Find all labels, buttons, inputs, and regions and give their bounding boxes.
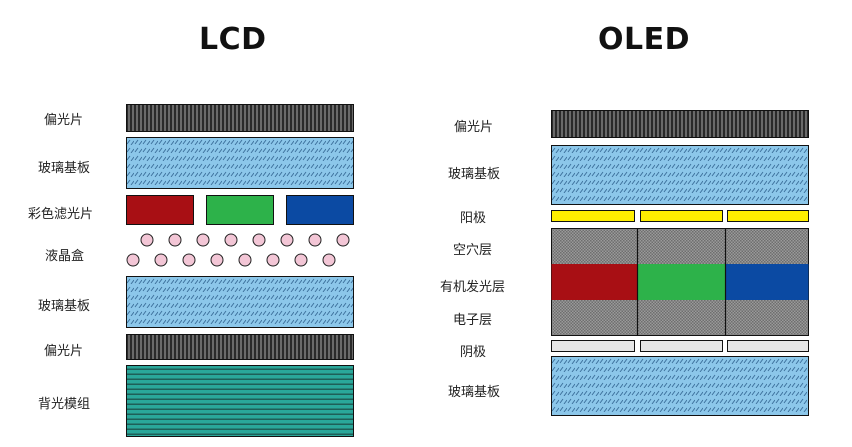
oled-title: OLED <box>598 22 691 57</box>
oled-label-organic-layer: 有机发光层 <box>440 280 506 295</box>
liquid-crystal-molecule <box>238 253 252 267</box>
oled-glass-bottom-layer <box>551 356 809 416</box>
lcd-label-glass-top: 玻璃基板 <box>38 161 91 176</box>
liquid-crystal-molecule <box>210 253 224 267</box>
oled-label-glass-bottom: 玻璃基板 <box>448 385 501 400</box>
oled-green-emitter <box>637 264 726 300</box>
oled-label-electron-layer: 电子层 <box>453 313 493 328</box>
oled-blue-emitter <box>725 264 809 300</box>
lcd-label-color-filter: 彩色滤光片 <box>28 207 94 222</box>
lcd-title: LCD <box>199 22 267 57</box>
liquid-crystal-molecule <box>336 233 350 247</box>
oled-label-hole-layer: 空穴层 <box>453 243 493 258</box>
oled-label-polarizer: 偏光片 <box>454 120 494 135</box>
liquid-crystal-molecule <box>168 233 182 247</box>
liquid-crystal-molecule <box>196 233 210 247</box>
lcd-polarizer-top-layer <box>126 104 354 132</box>
liquid-crystal-molecule <box>322 253 336 267</box>
oled-anode-layer <box>551 210 809 222</box>
lcd-glass-top-layer <box>126 137 354 189</box>
oled-polarizer-layer <box>551 110 809 138</box>
liquid-crystal-molecule <box>252 233 266 247</box>
liquid-crystal-molecule <box>224 233 238 247</box>
lcd-label-lc-cell: 液晶盒 <box>45 249 85 264</box>
lcd-lc-cell-layer <box>126 233 350 267</box>
lcd-blue-filter <box>286 195 354 225</box>
oled-glass-top-layer <box>551 145 809 205</box>
oled-label-cathode: 阴极 <box>460 345 487 360</box>
lcd-label-polarizer-top: 偏光片 <box>44 113 84 128</box>
lcd-glass-bottom-layer <box>126 276 354 328</box>
lcd-polarizer-bottom-layer <box>126 334 354 360</box>
liquid-crystal-molecule <box>294 253 308 267</box>
oled-cathode-layer <box>551 340 809 352</box>
liquid-crystal-molecule <box>154 253 168 267</box>
oled-label-anode: 阳极 <box>460 211 487 226</box>
lcd-label-glass-bottom: 玻璃基板 <box>38 299 91 314</box>
lcd-red-filter <box>126 195 194 225</box>
oled-red-emitter <box>551 264 638 300</box>
oled-label-glass-top: 玻璃基板 <box>448 167 501 182</box>
liquid-crystal-molecule <box>308 233 322 247</box>
liquid-crystal-molecule <box>280 233 294 247</box>
liquid-crystal-molecule <box>126 253 140 267</box>
lcd-color-filter-layer <box>126 195 354 225</box>
liquid-crystal-molecule <box>182 253 196 267</box>
liquid-crystal-molecule <box>140 233 154 247</box>
liquid-crystal-molecule <box>266 253 280 267</box>
lcd-label-backlight: 背光模组 <box>38 397 91 412</box>
oled-emissive-stack <box>551 228 809 336</box>
lcd-backlight-layer <box>126 365 354 437</box>
lcd-label-polarizer-bottom: 偏光片 <box>44 344 84 359</box>
lcd-green-filter <box>206 195 274 225</box>
